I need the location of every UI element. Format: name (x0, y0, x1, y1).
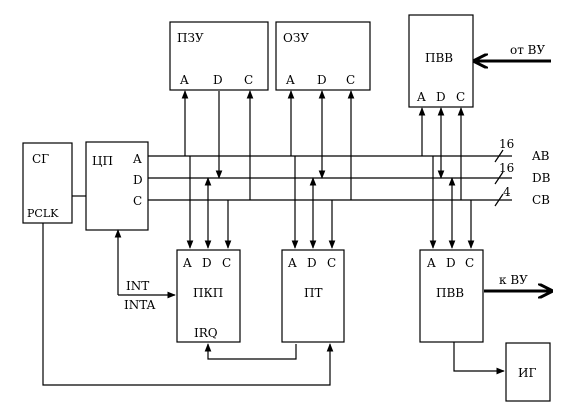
pvv-bottom-pin-a: A (426, 256, 436, 270)
pvv-top-pin-d: D (436, 90, 446, 104)
pkp-bus-links (186, 156, 232, 249)
to-external-device-arrow: к ВУ (484, 273, 550, 291)
pkp-block: A D C ПКП IRQ (176, 249, 241, 343)
pzu-pin-c: C (244, 73, 253, 87)
pvv-bottom-pin-c: C (465, 256, 474, 270)
pzu-pin-d: D (213, 73, 223, 87)
pt-bus-links (291, 156, 336, 249)
pzu-pin-a: A (179, 73, 189, 87)
control-bus-label: CB (532, 193, 550, 207)
pt-title: ПТ (304, 286, 322, 300)
pkp-pin-c: C (222, 256, 231, 270)
pkp-irq: IRQ (194, 326, 218, 340)
pt-to-pkp-irq-line (204, 343, 297, 360)
pvv-bottom-pin-d: D (446, 256, 456, 270)
to-external-device-label: к ВУ (499, 273, 528, 287)
pkp-pin-d: D (202, 256, 212, 270)
pvv-top-bus-links (418, 107, 465, 200)
pkp-pin-a: A (182, 256, 192, 270)
pt-pin-a: A (287, 256, 297, 270)
pzu-block: ПЗУ A D C (169, 21, 269, 91)
pt-block: A D C ПТ (281, 249, 345, 343)
pvv-bottom-block: A D C ПВВ (419, 249, 484, 343)
sg-title: СГ (32, 152, 49, 166)
pvv-top-title: ПВВ (425, 51, 453, 65)
cp-pin-c: C (133, 194, 142, 208)
pvv-top-pin-c: C (456, 90, 465, 104)
cp-pin-d: D (133, 173, 143, 187)
pt-pin-d: D (307, 256, 317, 270)
control-bus-width: 4 (503, 185, 511, 199)
pzu-bus-links (181, 90, 254, 200)
ig-title: ИГ (518, 366, 536, 380)
ozu-block: ОЗУ A D C (275, 21, 371, 91)
address-bus-width: 16 (499, 137, 514, 151)
pkp-title: ПКП (193, 286, 223, 300)
address-bus: 16 AB (148, 137, 550, 163)
inta-label: INTA (124, 298, 156, 312)
ozu-title: ОЗУ (283, 31, 309, 45)
pzu-title: ПЗУ (177, 31, 204, 45)
address-bus-label: AB (531, 149, 550, 163)
pvv-top-pin-a: A (416, 90, 426, 104)
pvv-top-block: ПВВ A D C (408, 14, 474, 108)
cp-pin-a: A (132, 152, 142, 166)
from-external-device-label: от ВУ (510, 43, 545, 57)
int-inta-link: INT INTA (114, 229, 176, 312)
ozu-pin-a: A (285, 73, 295, 87)
ozu-bus-links (287, 90, 355, 200)
pvv-to-ig-line (453, 342, 505, 375)
ig-block: ИГ (505, 342, 551, 402)
pvv-bottom-title: ПВВ (436, 286, 464, 300)
data-bus-label: DB (532, 171, 551, 185)
int-label: INT (126, 279, 149, 293)
ozu-pin-d: D (317, 73, 327, 87)
sg-block: СГ PCLK (22, 142, 73, 224)
pclk-to-pt-line (42, 223, 334, 386)
pt-pin-c: C (327, 256, 336, 270)
cp-block: ЦП A D C (85, 141, 149, 231)
data-bus-width: 16 (499, 161, 514, 175)
ozu-pin-c: C (346, 73, 355, 87)
pvv-bottom-bus-links (429, 156, 475, 249)
from-external-device-arrow: от ВУ (476, 43, 551, 61)
cp-title: ЦП (92, 154, 113, 168)
sg-pclk: PCLK (27, 207, 59, 220)
